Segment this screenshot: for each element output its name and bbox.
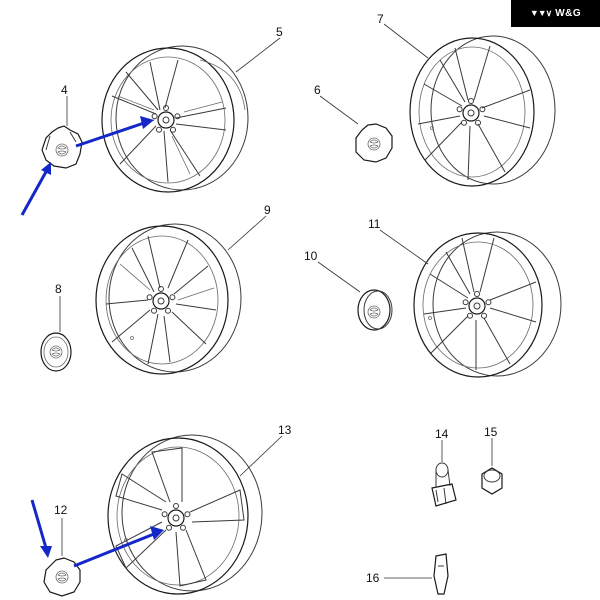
callout-6: 6 <box>314 83 321 97</box>
callout-14: 14 <box>435 427 449 441</box>
wheel-11 <box>413 231 562 378</box>
arrow-cap-12-to-wheel-13 <box>73 526 164 568</box>
valve-stem-16 <box>433 553 449 595</box>
brand-logo-text: W&G <box>555 8 582 19</box>
callout-7: 7 <box>377 12 384 26</box>
center-cap-10 <box>357 289 393 331</box>
center-cap-12 <box>43 557 81 597</box>
center-cap-8 <box>40 332 72 372</box>
wheel-9 <box>95 223 242 375</box>
callout-9: 9 <box>264 203 271 217</box>
callout-8: 8 <box>55 282 62 296</box>
callout-11: 11 <box>368 217 381 231</box>
arrow-down-to-cap-12 <box>30 499 52 558</box>
center-cap-4 <box>41 125 83 169</box>
callout-13: 13 <box>278 423 292 437</box>
wheel-5 <box>101 45 249 193</box>
callout-5: 5 <box>276 25 283 39</box>
callout-10: 10 <box>304 249 318 263</box>
callout-15: 15 <box>484 425 498 439</box>
center-cap-6 <box>355 123 393 163</box>
callout-16: 16 <box>366 571 380 585</box>
callout-4: 4 <box>61 83 68 97</box>
callout-12: 12 <box>54 503 68 517</box>
wheel-7 <box>409 35 556 187</box>
wings-logo-icon: ▼▼∨ <box>529 8 552 18</box>
leader-lines <box>59 23 493 579</box>
lug-nut-15 <box>481 467 503 495</box>
lug-bolt-14 <box>431 462 457 507</box>
wheel-13 <box>107 434 263 595</box>
arrow-up-to-cap-4 <box>20 162 51 216</box>
arrow-cap-4-to-wheel-5 <box>75 116 154 148</box>
brand-logo: ▼▼∨ W&G <box>511 0 600 27</box>
